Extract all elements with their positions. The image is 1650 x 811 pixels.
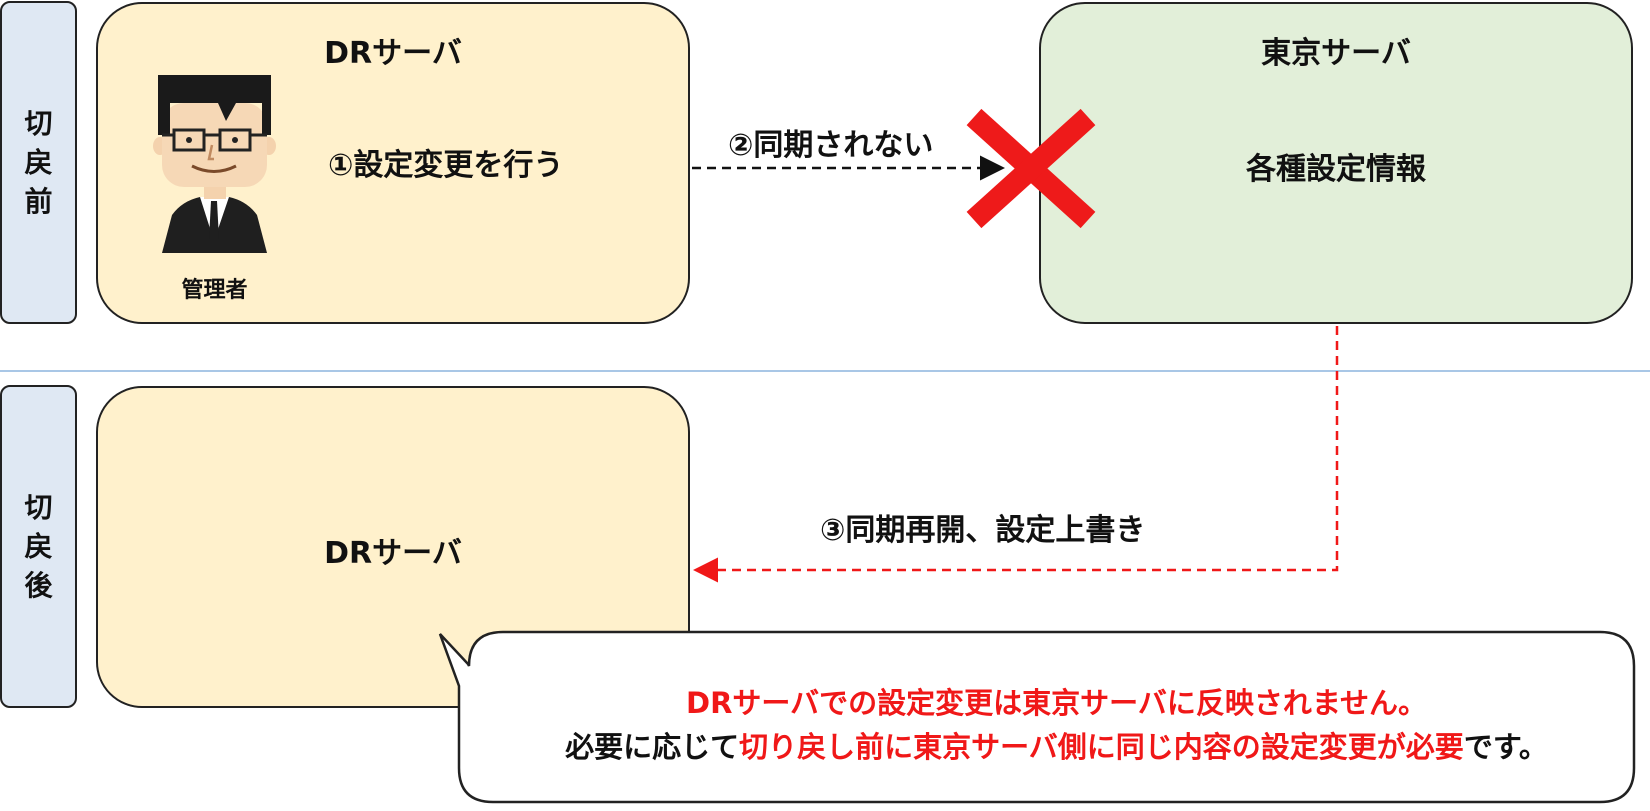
section-label-char: 前 xyxy=(24,185,53,218)
section-label-char: 戻 xyxy=(24,530,53,563)
dr-server-title-after: DRサーバ xyxy=(324,536,462,571)
section-label-char: 後 xyxy=(24,569,53,602)
settings-info-text: 各種設定情報 xyxy=(1246,152,1426,187)
resync-label: ③同期再開、設定上書き xyxy=(820,513,1146,548)
change-settings-step: ①設定変更を行う xyxy=(328,148,564,183)
callout-line-2-highlight: 切り戻し前に東京サーバ側に同じ内容の設定変更が必要 xyxy=(739,730,1464,764)
tokyo-server-box: 東京サーバ 各種設定情報 xyxy=(1039,2,1633,324)
callout-line-2: 必要に応じて切り戻し前に東京サーバ側に同じ内容の設定変更が必要です。 xyxy=(465,725,1648,769)
section-divider xyxy=(0,370,1650,372)
section-label-char: 切 xyxy=(24,107,53,140)
section-label-after: 切 戻 後 xyxy=(0,385,77,708)
callout-line-1: DRサーバでの設定変更は東京サーバに反映されません。 xyxy=(686,686,1427,720)
callout-line-2-prefix: 必要に応じて xyxy=(565,730,740,764)
section-label-char: 戻 xyxy=(24,146,53,179)
not-synced-label: ②同期されない xyxy=(728,128,934,163)
administrator-label: 管理者 xyxy=(181,278,248,303)
section-label-char: 切 xyxy=(24,491,53,524)
section-label-before: 切 戻 前 xyxy=(0,1,77,324)
cross-icon xyxy=(966,108,1096,229)
tokyo-server-title: 東京サーバ xyxy=(1261,36,1411,71)
dr-server-title: DRサーバ xyxy=(324,36,462,71)
callout-text: DRサーバでの設定変更は東京サーバに反映されません。 必要に応じて切り戻し前に東… xyxy=(465,681,1648,769)
callout-line-2-suffix: です。 xyxy=(1463,730,1548,764)
person-icon xyxy=(153,75,276,253)
resync-arrow xyxy=(693,326,1339,583)
